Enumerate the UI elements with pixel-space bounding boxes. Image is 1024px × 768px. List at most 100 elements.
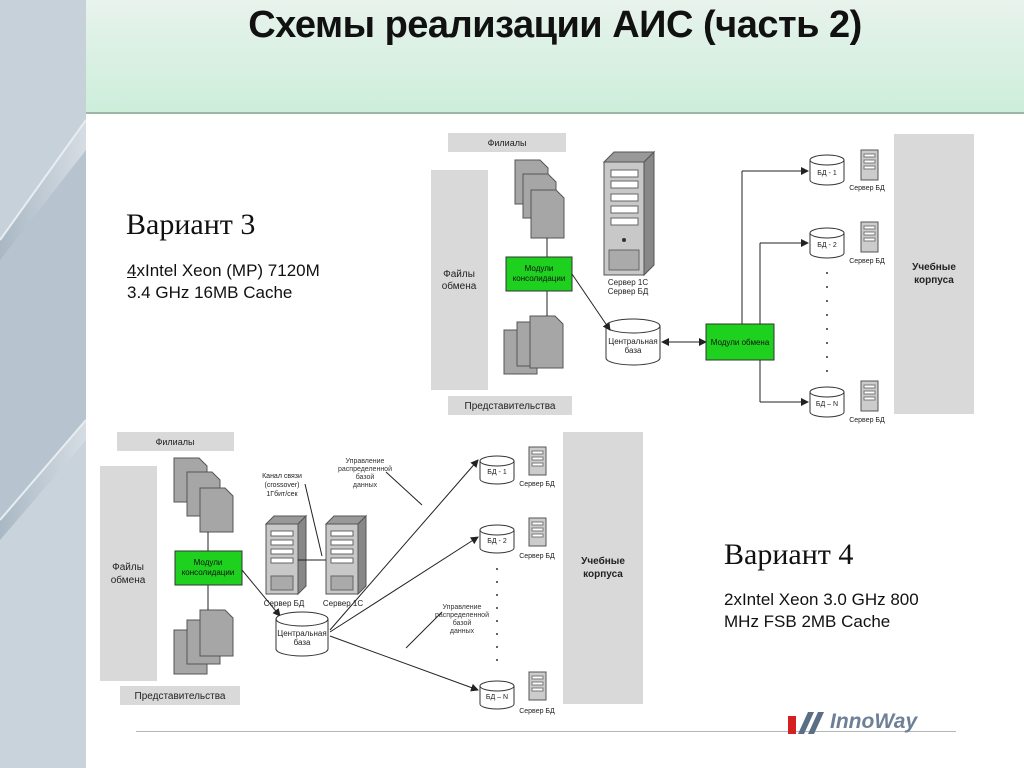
v4-db2-server-label: Сервер БД — [519, 553, 555, 560]
v4-channel-label-3: 1Гбит/сек — [266, 490, 298, 498]
v4-central-db-label-2: база — [294, 638, 311, 647]
v4-exchange-label-1: Файлы — [112, 562, 144, 573]
v3-representations-panel — [448, 396, 572, 415]
v3-db1-server-icon — [860, 149, 879, 181]
variant3-spec-cpu: xIntel Xeon (MP) 7120M — [136, 261, 320, 280]
v3-consolidation-label-1: Модули — [525, 264, 554, 273]
v4-dbn-label: БД – N — [486, 694, 508, 701]
v4-representations-panel — [120, 686, 240, 705]
v3-dbn-icon — [809, 386, 845, 418]
v3-central-db-icon — [605, 318, 661, 366]
variant3-spec-line1: 4xIntel Xeon (MP) 7120M — [127, 260, 320, 282]
variant3-spec-count: 4 — [127, 261, 137, 280]
v3-db1-icon — [809, 154, 845, 186]
v3-branches-label: Филиалы — [488, 138, 527, 148]
v4-server-db-label: Сервер БД — [264, 599, 305, 608]
v4-consolidation-label-1: Модули — [194, 558, 223, 567]
v3-dbn-server-label: Сервер БД — [849, 417, 885, 424]
v3-campus-label-2: корпуса — [914, 275, 954, 286]
v4-db1-server-icon — [528, 446, 547, 476]
v3-central-db-label-1: Центральная — [608, 337, 657, 346]
v4-server-1c-icon — [324, 514, 368, 596]
logo-text: InnoWay — [830, 710, 918, 733]
v3-representations-label: Представительства — [465, 401, 556, 412]
innoway-logo: InnoWay — [788, 710, 918, 734]
v3-campus-label-1: Учебные — [912, 261, 956, 273]
variant4-spec: 2xIntel Xeon 3.0 GHz 800 MHz FSB 2MB Cac… — [724, 589, 919, 633]
v4-documents-bottom-icon — [173, 609, 234, 675]
v4-channel-label-1: Канал связи — [262, 473, 302, 480]
v4-central-db-icon — [275, 611, 329, 657]
v3-consolidation-label-2: консолидации — [513, 274, 566, 283]
v3-arrow-module-db — [571, 273, 611, 331]
variant4-spec-line2: MHz FSB 2MB Cache — [724, 612, 891, 631]
v4-db1-label: БД - 1 — [487, 469, 507, 476]
v4-campus-label-2: корпуса — [583, 569, 623, 580]
v4-consolidation-label-2: консолидации — [182, 568, 235, 577]
v4-arrow-db2 — [329, 536, 479, 633]
v4-mgmt-bot-2: распределенной — [435, 611, 489, 619]
v4-dbn-server-icon — [528, 671, 547, 701]
v4-channel-pointer — [304, 483, 323, 557]
v4-mgmt-top-pointer — [385, 471, 423, 506]
v3-db1-label: БД - 1 — [817, 170, 837, 177]
v3-server-label-1: Сервер 1С — [608, 278, 648, 287]
v3-documents-bottom-icon — [503, 315, 564, 375]
v4-consolidation-module — [174, 550, 243, 586]
v3-dbn-server-icon — [860, 380, 879, 412]
v3-db2-icon — [809, 227, 845, 259]
v4-dbn-icon — [479, 680, 515, 710]
v4-mgmt-top-1: Управление — [346, 458, 385, 465]
v3-server-label-2: Сервер БД — [608, 287, 649, 296]
v4-dbn-server-label: Сервер БД — [519, 708, 555, 715]
v4-branches-label: Филиалы — [156, 437, 195, 447]
v4-central-db-label-1: Центральная — [277, 629, 326, 638]
v4-mgmt-top-4: данных — [353, 482, 378, 489]
v3-campus-panel — [894, 134, 974, 414]
variant3-spec-line2: 3.4 GHz 16MB Cache — [127, 283, 293, 302]
v4-mgmt-top-2: распределенной — [338, 465, 392, 473]
variant3-heading: Вариант 3 — [126, 208, 256, 241]
v3-exchange-label-2: обмена — [442, 280, 477, 292]
v4-db1-server-label: Сервер БД — [519, 481, 555, 488]
v3-consolidation-module — [505, 256, 573, 292]
footer-divider — [136, 731, 956, 732]
v4-exchange-label-2: обмена — [111, 574, 146, 586]
v3-documents-top-icon — [514, 159, 565, 239]
v4-campus-label-1: Учебные — [581, 555, 625, 567]
variant4-heading: Вариант 4 — [724, 538, 854, 571]
v4-exchange-panel — [100, 466, 157, 681]
slide-title: Схемы реализации АИС (часть 2) — [248, 4, 862, 46]
slide-header: Схемы реализации АИС (часть 2) — [86, 0, 1024, 114]
v4-mgmt-bot-4: данных — [450, 628, 475, 635]
v3-exchange-label-1: Файлы — [443, 269, 475, 280]
v4-representations-label: Представительства — [135, 691, 226, 702]
v3-dbn-label: БД – N — [816, 401, 838, 408]
v4-db2-label: БД - 2 — [487, 538, 507, 545]
v3-db2-server-icon — [860, 221, 879, 253]
v4-db2-icon — [479, 524, 515, 554]
v4-channel-label-2: (crossover) — [264, 482, 299, 489]
v4-server-1c-label: Сервер 1С — [323, 599, 363, 608]
v4-campus-panel — [563, 432, 643, 704]
variant4-spec-line1: 2xIntel Xeon 3.0 GHz 800 — [724, 590, 919, 609]
v4-arrow-module-db — [241, 569, 281, 617]
v4-arrow-db1 — [329, 459, 479, 631]
v4-server-db-icon — [264, 514, 308, 596]
v4-mgmt-top-3: базой — [356, 473, 375, 481]
v3-branches-panel — [448, 133, 566, 152]
v3-ellipsis-dots — [826, 272, 828, 372]
v4-mgmt-bot-pointer — [405, 611, 443, 649]
v3-server-tower-icon — [602, 150, 656, 277]
v4-ellipsis-dots — [496, 568, 498, 661]
v4-documents-top-icon — [173, 457, 234, 533]
variant3-spec: 4xIntel Xeon (MP) 7120M 3.4 GHz 16MB Cac… — [127, 260, 320, 304]
v4-mgmt-bot-3: базой — [453, 619, 472, 627]
v3-exchange-module — [705, 323, 775, 361]
v3-exchange-panel — [431, 170, 488, 390]
v4-branches-panel — [117, 432, 234, 451]
v3-db2-label: БД - 2 — [817, 242, 837, 249]
v3-central-db-label-2: база — [625, 346, 642, 355]
